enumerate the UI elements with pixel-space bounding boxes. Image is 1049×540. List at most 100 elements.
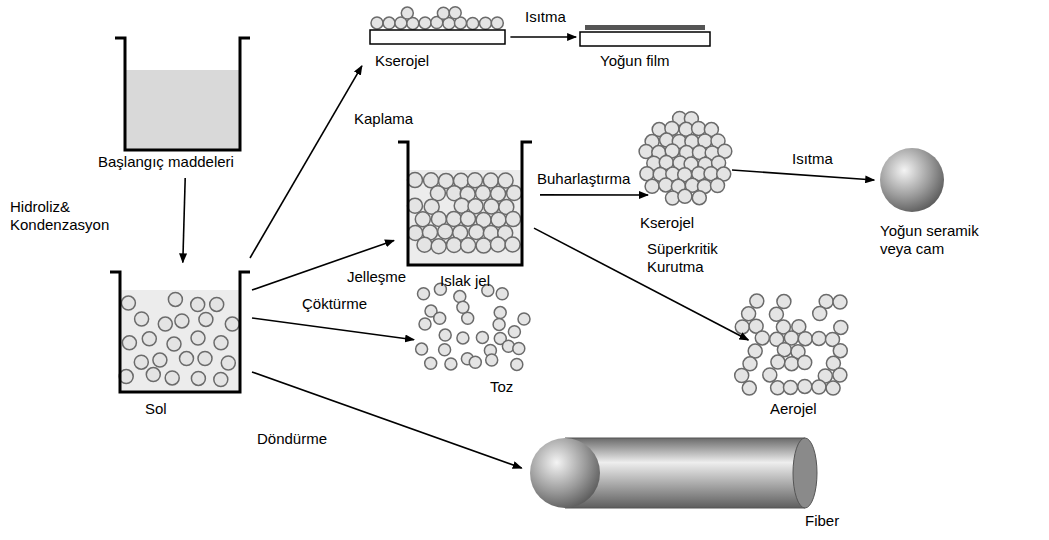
particle [798,356,812,370]
particle [735,320,749,334]
particle [191,331,205,345]
process-arrow [534,228,748,340]
particle [417,237,432,252]
caption: Fiber [805,512,839,530]
particle [508,326,520,338]
particle [214,373,228,387]
particle [461,238,476,253]
particle [763,368,777,382]
particle [180,352,194,366]
caption: Toz [490,378,513,396]
particle [134,355,148,369]
particle [742,307,756,321]
particle [476,238,491,253]
caption: Kserojel [640,214,694,232]
illustration-node: Fiber [528,438,843,508]
caption: Başlangıç maddeleri [98,153,234,171]
particle [833,368,847,382]
particle [469,356,481,368]
particle [199,312,213,326]
particle [507,185,522,200]
particle [826,381,840,395]
particle [168,292,182,306]
particle-cluster [639,111,732,205]
particle [167,337,181,351]
step-label: Buharlaştırma [535,170,632,188]
particle [505,237,520,252]
caption: Yoğun seramik veya cam [880,222,1005,258]
caption: Islak jel [440,272,490,290]
step-label: Kaplama [352,110,415,128]
illustration-node: Başlangıç maddeleri [115,38,250,150]
particle [659,178,673,192]
particle [447,237,462,252]
dense-film [580,25,710,46]
particle [214,336,228,350]
particle [438,224,453,239]
particle [153,353,167,367]
particle [383,17,395,29]
illustration-node: Aerojel [735,295,847,395]
coated-substrate [370,7,505,44]
powder [416,283,530,370]
particle [191,371,205,385]
particle [771,381,785,395]
process-arrow [510,36,576,38]
beaker [110,272,250,392]
ceramic-sphere [880,148,944,212]
particle [735,369,749,383]
particle [416,343,428,355]
particle [784,380,798,394]
particle [506,212,521,227]
particle [439,344,451,356]
particle [467,17,479,29]
particle [401,7,413,19]
particle [750,294,764,308]
particle [748,344,762,358]
illustration-node: Kserojel [635,112,735,212]
caption: Kserojel [375,52,429,70]
step-label: Jelleşme [345,268,408,286]
particle [513,343,525,355]
particle [437,7,449,19]
particle [678,189,692,203]
process-arrow [183,178,185,262]
particle [833,295,847,309]
particle [419,318,431,330]
process-arrow [732,170,874,180]
aerogel-network [735,294,848,395]
particle [771,355,785,369]
particle [191,298,205,312]
particle [198,352,212,366]
illustration-node: Islak jel [398,142,532,265]
particle [493,318,505,330]
particle [431,239,446,254]
particle [158,317,172,331]
particle [461,211,476,226]
particle [491,17,503,29]
step-label: Hidroliz& Kondenzasyon [8,198,130,234]
particle [511,358,523,370]
illustration-node: Yoğun seramik veya cam [880,148,944,212]
particle [142,332,156,346]
particle [408,173,423,188]
particle [122,336,136,350]
particle [755,331,769,345]
illustration-node: Kserojel [370,10,505,46]
particle [812,380,826,394]
particle [496,288,508,300]
particle [457,301,469,313]
particle [469,224,484,239]
process-arrow [540,194,648,196]
particle [777,295,791,309]
particle [462,312,474,324]
particle [445,358,457,370]
particle [430,186,445,201]
step-label: Isıtma [790,150,835,168]
step-label: Süperkritik Kurutma [645,240,739,276]
particle [210,297,224,311]
caption: Sol [145,400,167,418]
particle [225,317,239,331]
